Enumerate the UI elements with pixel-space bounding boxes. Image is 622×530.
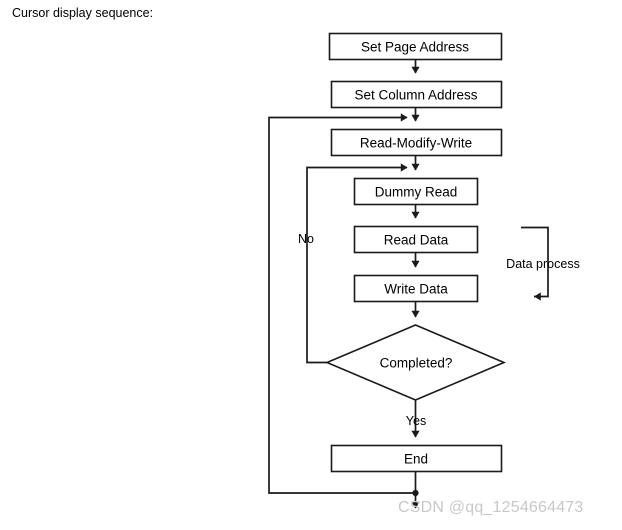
node-dummy-read bbox=[353, 177, 479, 206]
node-label-dummy-read: Dummy Read bbox=[374, 184, 458, 200]
node-write-data bbox=[353, 274, 479, 303]
node-label-read-data: Read Data bbox=[383, 232, 449, 248]
node-end bbox=[330, 444, 503, 473]
node-label-set-page-address: Set Page Address bbox=[360, 39, 470, 55]
edge-label-no: No bbox=[298, 231, 314, 246]
annotation-label-data-process: Data process bbox=[506, 256, 580, 271]
edge-end-return-loop bbox=[268, 113, 416, 494]
node-label-read-modify-write: Read-Modify-Write bbox=[359, 135, 473, 151]
node-label-set-column-address: Set Column Address bbox=[354, 87, 478, 103]
annotation-bracket-data-process bbox=[521, 226, 549, 301]
node-label-end: End bbox=[403, 451, 429, 467]
node-set-page-address bbox=[328, 32, 503, 61]
edge-label-yes: Yes bbox=[405, 413, 427, 428]
node-label-write-data: Write Data bbox=[384, 281, 448, 297]
watermark: CSDN @qq_1254664473 bbox=[398, 499, 584, 516]
page-title: Cursor display sequence: bbox=[12, 6, 154, 20]
edge-no-loop bbox=[306, 163, 408, 364]
node-read-modify-write bbox=[330, 128, 503, 157]
node-label-completed: Completed? bbox=[379, 355, 453, 371]
node-set-column-address bbox=[330, 80, 503, 109]
